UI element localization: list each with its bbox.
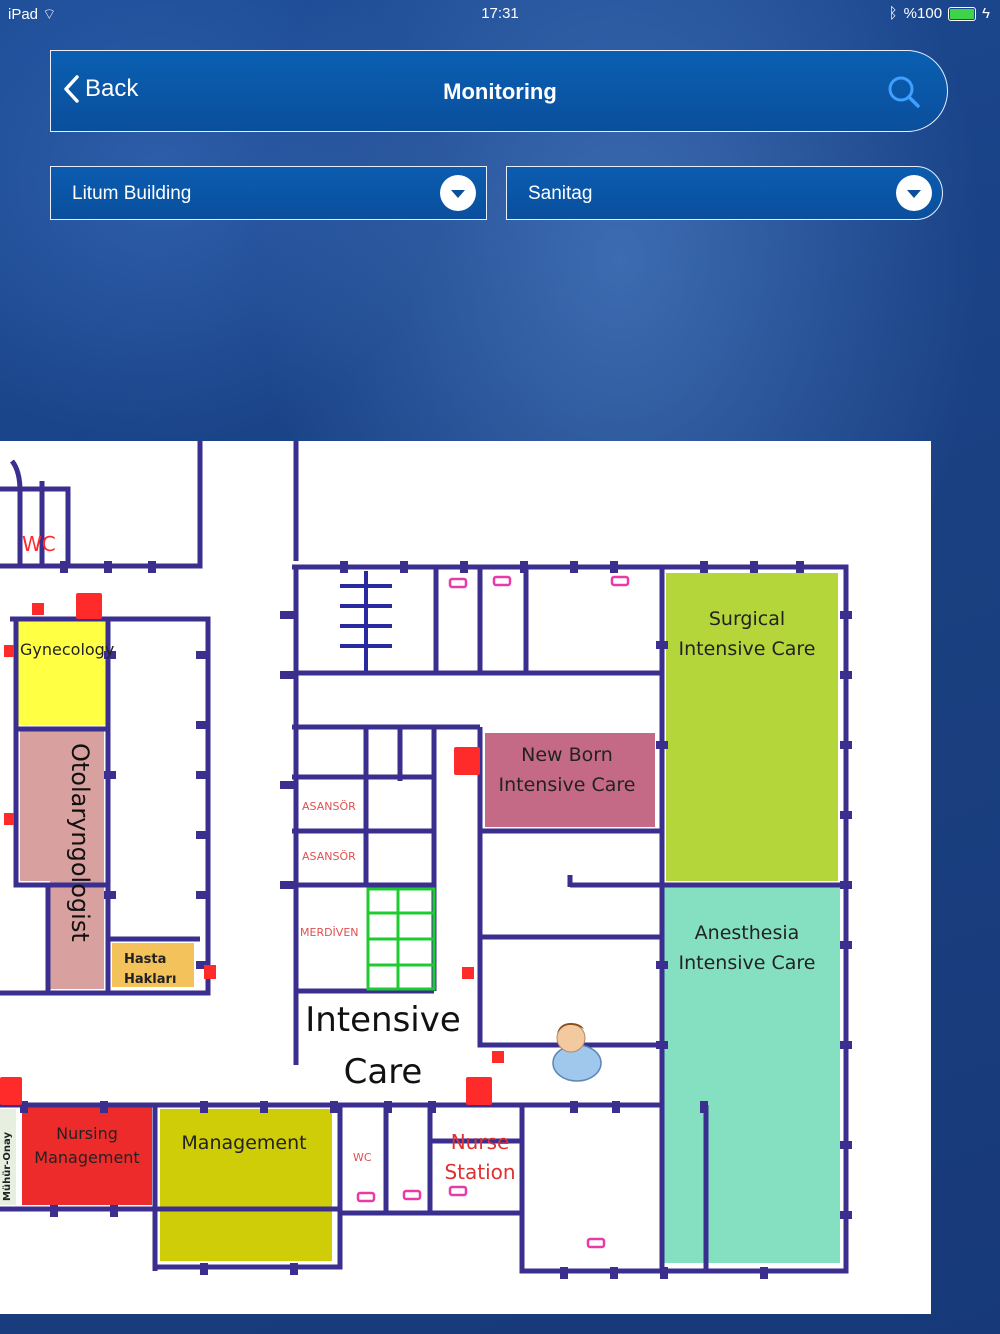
chevron-down-icon xyxy=(440,175,476,211)
label-anesthesia-2: Intensive Care xyxy=(679,952,816,974)
room-newborn-icu xyxy=(485,733,655,827)
room-nursing-management xyxy=(22,1107,152,1205)
bluetooth-icon: ᛒ xyxy=(888,5,898,22)
label-nurse-2: Station xyxy=(444,1160,515,1184)
back-button[interactable]: Back xyxy=(63,75,138,103)
wifi-icon: ⌔ xyxy=(42,6,57,23)
status-time: 17:31 xyxy=(481,5,519,22)
label-icu-2: Care xyxy=(344,1052,423,1092)
search-icon xyxy=(888,76,920,108)
label-newborn-2: Intensive Care xyxy=(499,774,636,796)
building-dropdown[interactable]: Litum Building xyxy=(50,166,487,220)
page-title: Monitoring xyxy=(443,79,557,104)
label-asansor-1: ASANSÖR xyxy=(302,800,356,813)
room-management xyxy=(160,1109,332,1261)
label-anesthesia-1: Anesthesia xyxy=(695,922,800,944)
label-nurse-1: Nurse xyxy=(451,1130,510,1154)
chevron-down-icon xyxy=(896,175,932,211)
tag-selected: Sanitag xyxy=(528,183,593,204)
room-otolaryngologist-2 xyxy=(50,881,104,989)
search-button[interactable] xyxy=(887,75,921,114)
label-nursing-1: Nursing xyxy=(56,1124,118,1143)
label-gynecology: Gynecology xyxy=(20,640,114,659)
status-bar: iPad ⌔ 17:31 ᛒ %100 ϟ xyxy=(0,0,1000,28)
battery-icon xyxy=(948,6,977,21)
label-icu-1: Intensive xyxy=(305,1000,461,1040)
patient-hair xyxy=(557,1023,584,1033)
room-otolaryngologist xyxy=(20,731,104,881)
label-wc-top: WC xyxy=(22,532,56,556)
room-surgical-icu xyxy=(666,573,838,881)
nav-bar: Back Monitoring xyxy=(50,50,948,132)
label-muhur: Mühür-Onay xyxy=(2,1132,13,1201)
patient-tag[interactable] xyxy=(552,1023,602,1082)
patient-icon xyxy=(556,1023,586,1053)
fire-extinguishers xyxy=(0,593,504,1105)
building-selected: Litum Building xyxy=(72,183,192,204)
label-hasta-2: Hakları xyxy=(124,972,176,987)
charging-icon: ϟ xyxy=(982,5,990,22)
label-surgical-2: Intensive Care xyxy=(679,638,816,660)
label-nursing-2: Management xyxy=(34,1148,139,1167)
label-asansor-2: ASANSÖR xyxy=(302,850,356,863)
room-anesthesia-icu xyxy=(664,887,840,1263)
back-label: Back xyxy=(85,75,139,102)
label-otolaryngologist: Otolaryngologist xyxy=(66,743,94,942)
room-muhur-onay xyxy=(0,1109,16,1205)
label-newborn-1: New Born xyxy=(521,744,613,766)
floor-plan[interactable]: WC Gynecology Otolaryngologist Hasta Hak… xyxy=(0,441,931,1314)
label-management: Management xyxy=(181,1132,306,1154)
status-right: ᛒ %100 ϟ xyxy=(889,5,990,22)
room-hasta-haklari xyxy=(112,943,194,987)
chevron-left-icon xyxy=(64,75,79,103)
stairs-top xyxy=(340,571,392,671)
room-gynecology xyxy=(18,621,106,725)
label-surgical-1: Surgical xyxy=(709,608,785,630)
tag-readers xyxy=(356,575,630,1249)
battery-percent: %100 xyxy=(903,5,943,22)
label-merdiven: MERDİVEN xyxy=(300,926,359,939)
label-hasta-1: Hasta xyxy=(124,952,166,967)
wall-markers xyxy=(20,561,852,1279)
label-wc-bottom: WC xyxy=(353,1151,372,1164)
device-label: iPad ⌔ xyxy=(8,6,57,23)
room-labels: WC Gynecology Otolaryngologist Hasta Hak… xyxy=(2,532,815,1201)
stairs-merdiven xyxy=(366,887,436,991)
floor-plan-svg: WC Gynecology Otolaryngologist Hasta Hak… xyxy=(0,441,852,1279)
tag-dropdown[interactable]: Sanitag xyxy=(506,166,943,220)
room-fills xyxy=(0,573,840,1263)
